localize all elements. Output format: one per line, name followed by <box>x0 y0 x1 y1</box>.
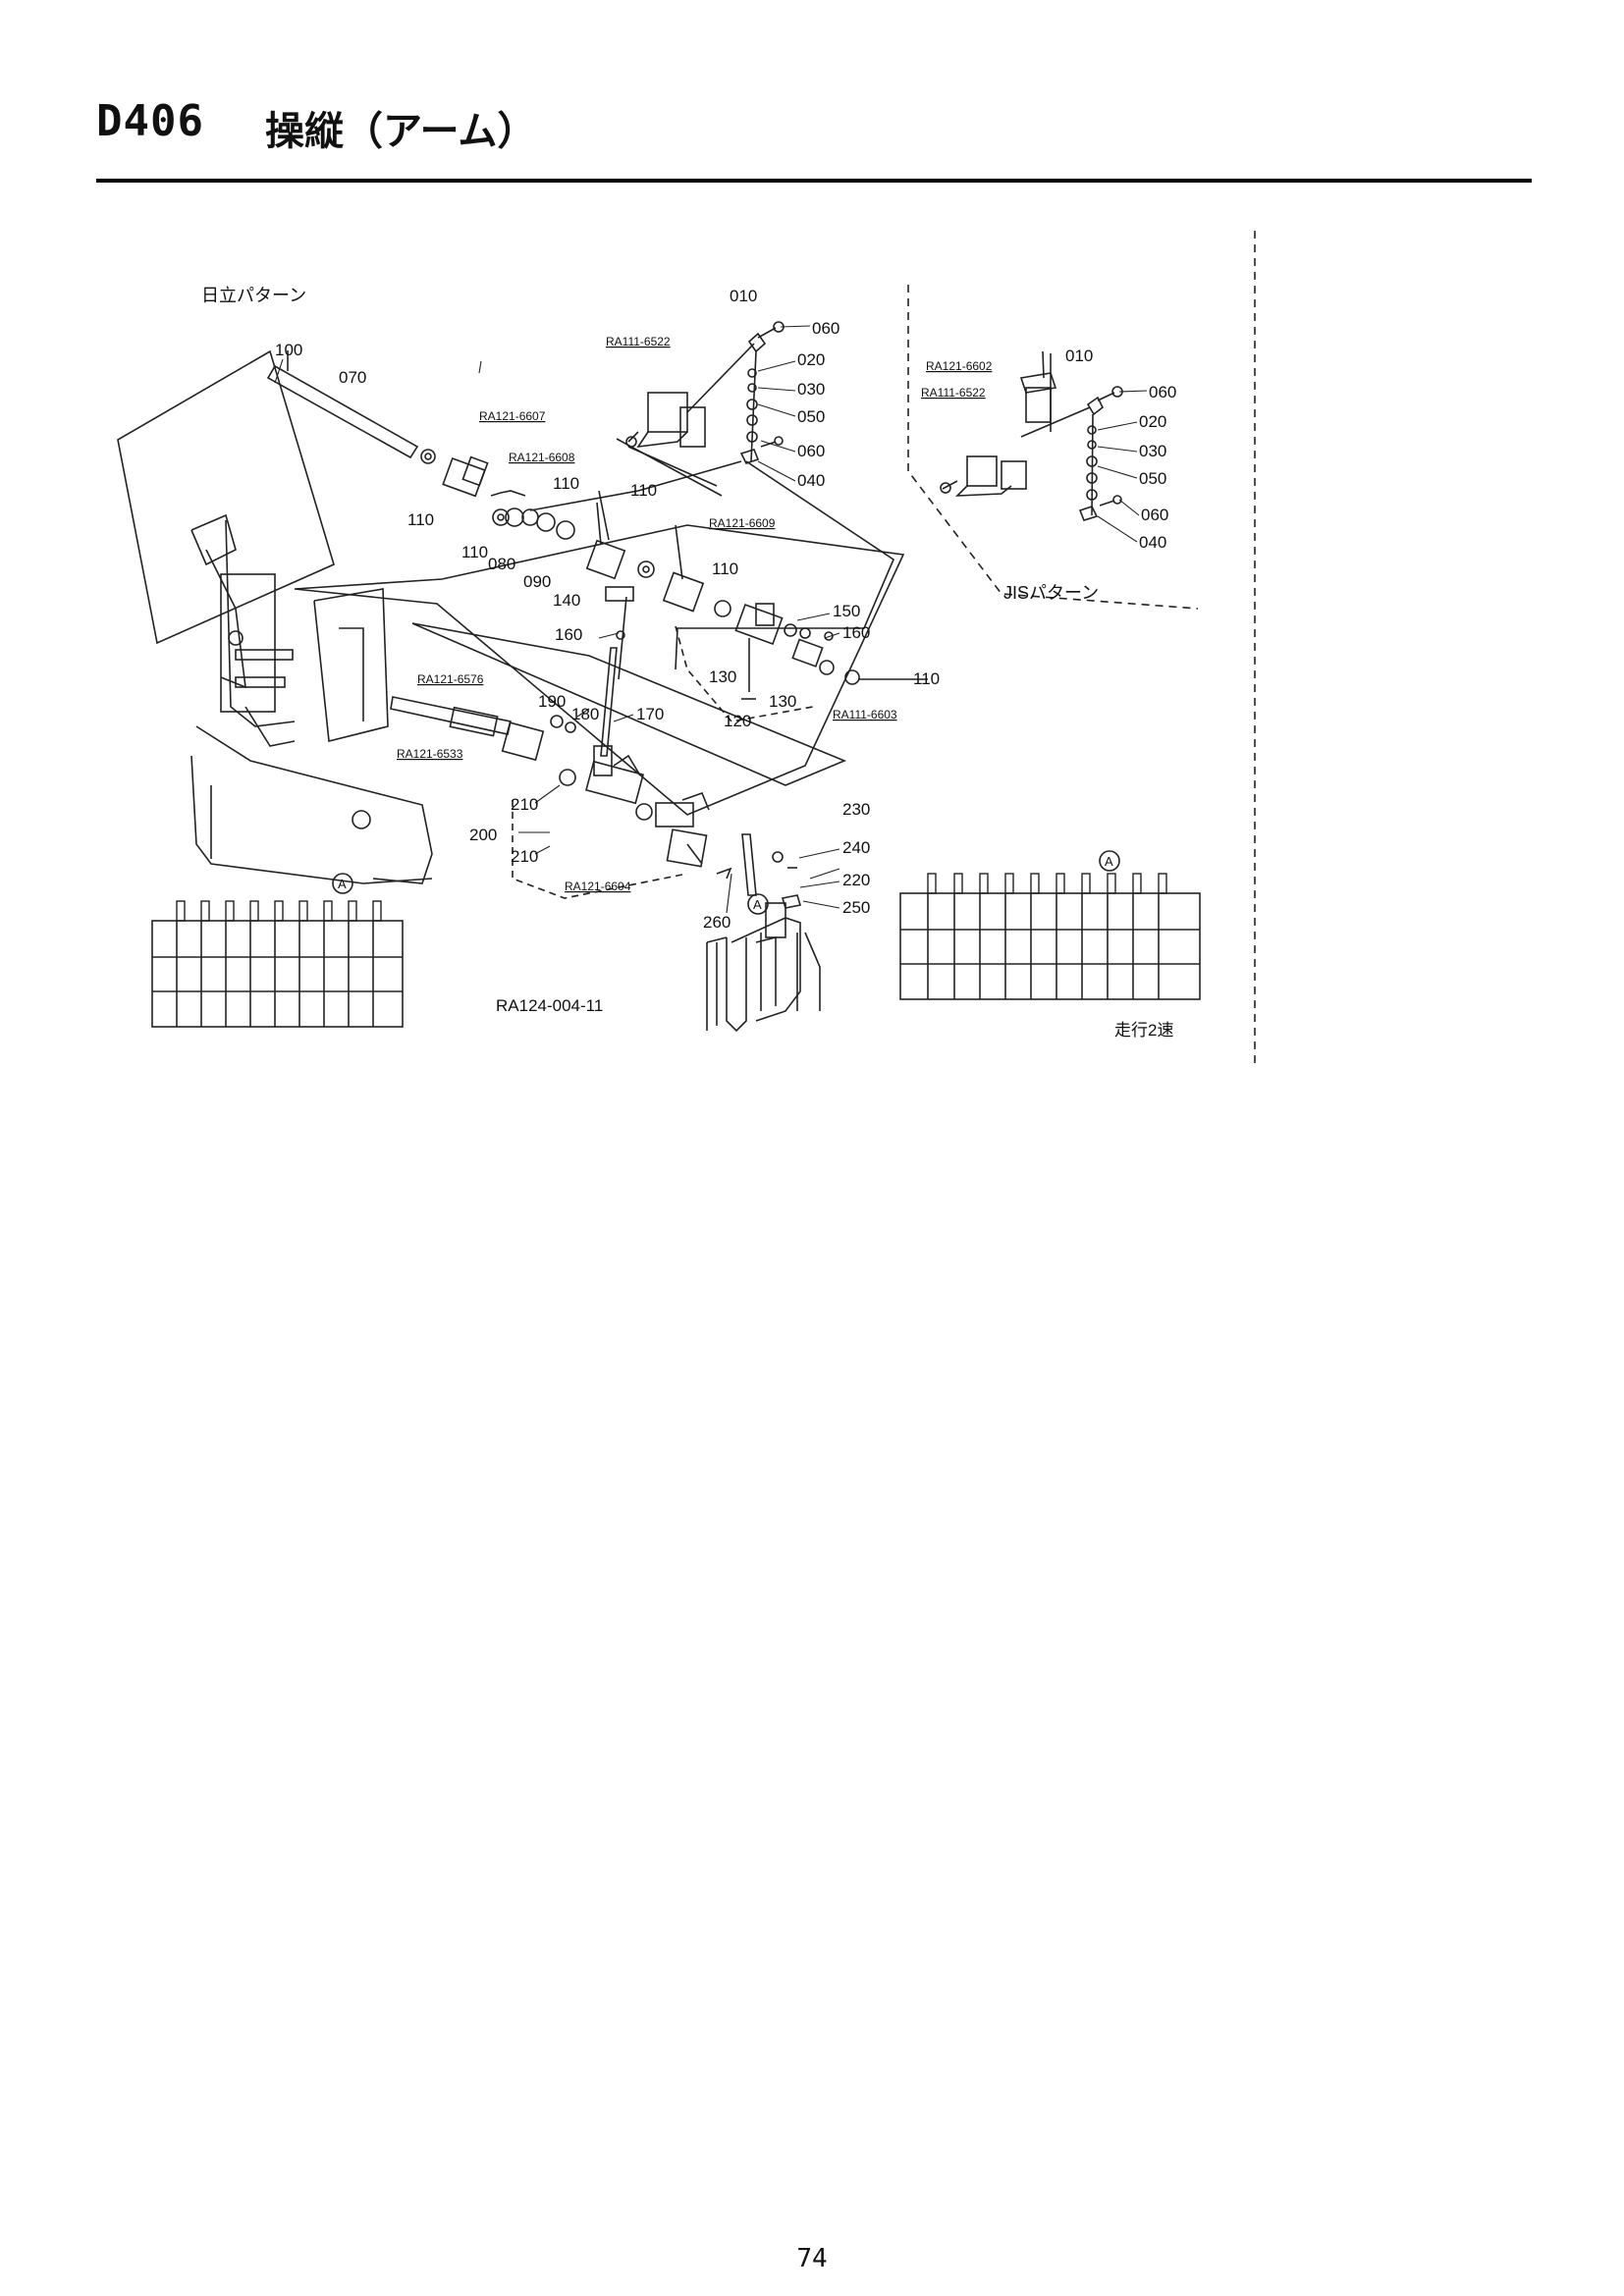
part-label: 160 <box>555 625 582 644</box>
assembly-ref: RA121-6604 <box>565 880 631 893</box>
assembly-ref: RA121-6609 <box>709 516 776 530</box>
part-label: 040 <box>1139 533 1166 552</box>
part-label: 110 <box>712 560 738 578</box>
assembly-ref: RA121-6607 <box>479 409 546 423</box>
part-label: 060 <box>1141 506 1168 524</box>
diagram-linework <box>117 231 1256 1065</box>
part-label: 050 <box>797 407 825 426</box>
part-label: 010 <box>730 287 757 305</box>
part-label: 170 <box>636 705 664 723</box>
assembly-ref: RA121-6602 <box>926 359 993 373</box>
part-label: 140 <box>553 591 580 610</box>
assembly-ref: RA121-6533 <box>397 747 463 761</box>
section-code: D406 <box>96 96 204 146</box>
part-label: 110 <box>407 510 434 529</box>
part-label: 230 <box>842 800 870 819</box>
part-label: 070 <box>339 368 366 387</box>
part-label: 030 <box>1139 442 1166 460</box>
part-label: 240 <box>842 838 870 857</box>
part-label: 130 <box>769 692 796 711</box>
assembly-ref: RA111-6603 <box>833 708 897 721</box>
part-label: 110 <box>461 543 488 561</box>
variant-label-hitachi: 日立パターン <box>201 286 306 305</box>
section-title: 操縦（アーム） <box>265 109 537 154</box>
part-label: 060 <box>797 442 825 460</box>
part-label: 030 <box>797 380 825 399</box>
page-number: 74 <box>796 2244 828 2273</box>
circle-marker: A <box>1105 854 1113 869</box>
part-label: 210 <box>511 847 538 866</box>
part-label: 200 <box>469 826 497 844</box>
part-label: 110 <box>553 474 579 493</box>
part-label: 020 <box>1139 412 1166 431</box>
part-label: 250 <box>842 898 870 917</box>
part-label: 110 <box>630 481 657 500</box>
part-label: 150 <box>833 602 860 620</box>
drawing-number: RA124-004-11 <box>496 996 603 1015</box>
part-label: 220 <box>842 871 870 889</box>
circle-marker: A <box>338 877 347 891</box>
assembly-ref: RA121-6608 <box>509 451 575 464</box>
part-label: 130 <box>709 667 736 686</box>
part-label: 060 <box>1149 383 1176 401</box>
travel-speed-label: 走行2速 <box>1114 1021 1173 1040</box>
part-label: 190 <box>538 692 566 711</box>
part-label: 260 <box>703 913 731 932</box>
header-rule <box>96 179 1532 183</box>
part-label: 210 <box>511 795 538 814</box>
assembly-ref: RA121-6576 <box>417 672 484 686</box>
diagram-text: 日立パターン JISパターン RA124-004-11 走行2速 A A A 0… <box>201 286 1176 1040</box>
part-label: 040 <box>797 471 825 490</box>
variant-label-jis: JISパターン <box>1003 583 1099 603</box>
circle-marker: A <box>753 897 762 912</box>
assembly-ref: RA111-6522 <box>921 386 986 400</box>
part-label: 080 <box>488 555 515 573</box>
part-label: 100 <box>275 341 302 359</box>
part-label: 050 <box>1139 469 1166 488</box>
part-label: 090 <box>523 572 551 591</box>
assembly-ref: RA111-6522 <box>606 335 671 348</box>
part-label: 160 <box>842 623 870 642</box>
part-label: 020 <box>797 350 825 369</box>
part-label: 110 <box>913 669 940 688</box>
part-label: 180 <box>571 705 599 723</box>
part-label: 060 <box>812 319 839 338</box>
part-label: 010 <box>1065 347 1093 365</box>
part-label: 120 <box>724 712 751 730</box>
